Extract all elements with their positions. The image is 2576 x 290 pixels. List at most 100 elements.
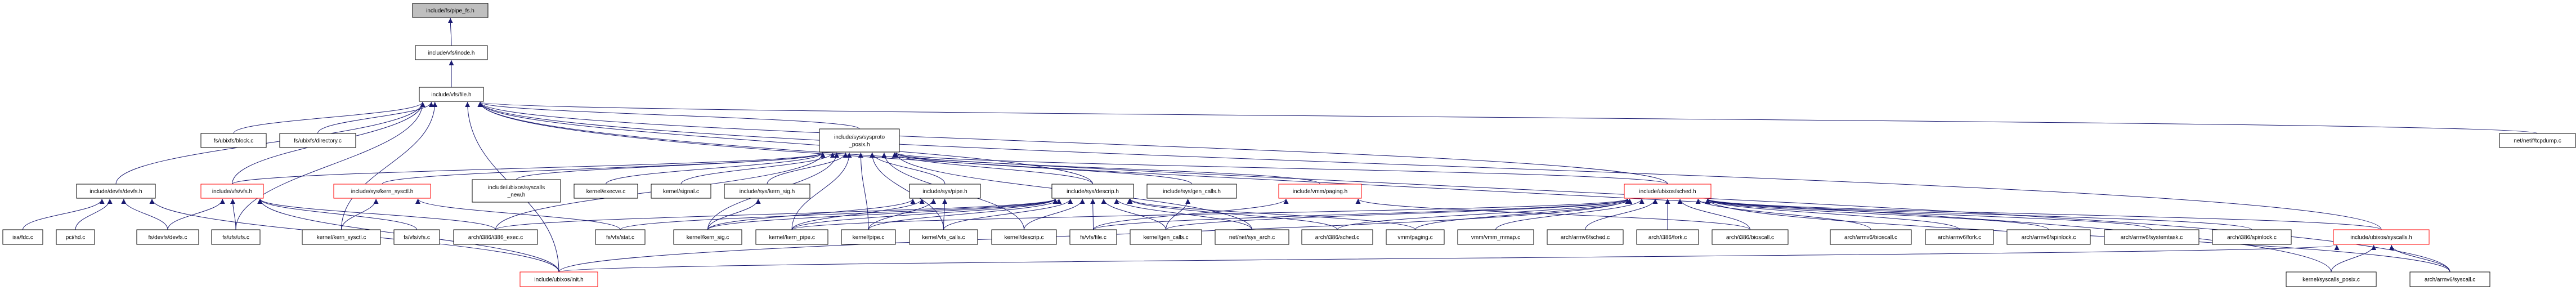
node-vfs-h[interactable]: include/vfs/vfs.h: [200, 184, 264, 199]
node-label: kernel/pipe.c: [853, 235, 885, 241]
node-i386-bioscall-c[interactable]: arch/i386/bioscall.c: [1712, 229, 1789, 245]
node-descrip-c[interactable]: kernel/descrip.c: [991, 229, 1057, 245]
edge-sched_h-to-sysproto_h: [894, 152, 1668, 185]
edge-i386_spinlock_c-to-sched_h: [1705, 198, 2252, 230]
node-box: [673, 229, 742, 245]
node-box: [2212, 229, 2292, 245]
node-init-h[interactable]: include/ubixos/init.h: [519, 271, 598, 287]
node-box: [1069, 229, 1117, 245]
node-i386-sched-c[interactable]: arch/i386/sched.c: [1301, 229, 1373, 245]
node-label: kernel/gen_calls.c: [1143, 235, 1188, 241]
node-box: [1457, 229, 1534, 245]
node-box: [1130, 229, 1202, 245]
node-label: fs/vfs/stat.c: [606, 235, 634, 241]
node-sys-arch-c[interactable]: net/net/sys_arch.c: [1215, 229, 1289, 245]
edge-vfs_calls_c-to-pipe_h: [942, 198, 948, 230]
node-label: include/sys/pipe.h: [922, 189, 967, 195]
node-devfs-c[interactable]: fs/devfs/devfs.c: [136, 229, 199, 245]
node-box: [1830, 229, 1912, 245]
edge-i386_bioscall_c-to-paging_h: [1355, 198, 1750, 230]
edge-armv6_fork_c-to-sched_h: [1705, 198, 1960, 230]
node-armv6-syscall-c[interactable]: arch/armv6/syscall.c: [2409, 271, 2490, 287]
node-armv6-spinlock-c[interactable]: arch/armv6/spinlock.c: [2006, 229, 2091, 245]
edge-file_c-to-descrip_h: [1090, 198, 1096, 230]
node-syscalls-posix-c[interactable]: kernel/syscalls_posix.c: [2286, 271, 2377, 287]
node-box: [724, 184, 810, 199]
node-kern-sig-c[interactable]: kernel/kern_sig.c: [673, 229, 742, 245]
node-kern-sig-h[interactable]: include/sys/kern_sig.h: [724, 184, 810, 199]
node-vfs-c[interactable]: fs/vfs/vfs.c: [393, 229, 440, 245]
edge-gen_calls_c-to-descrip_h: [1101, 198, 1166, 230]
node-box: [453, 229, 538, 245]
node-vmm-mmap-c[interactable]: vmm/vmm_mmap.c: [1457, 229, 1534, 245]
node-i386-fork-c[interactable]: arch/i386/fork.c: [1636, 229, 1699, 245]
node-sysproto-h[interactable]: include/sys/sysproto_posix.h: [819, 128, 900, 153]
node-box: [412, 3, 489, 18]
node-label: include/vfs/file.h: [431, 92, 471, 98]
node-execve-c[interactable]: kernel/execve.c: [574, 184, 638, 199]
node-devfs-h[interactable]: include/devfs/devfs.h: [76, 184, 156, 199]
node-box: [1712, 229, 1789, 245]
node-box: [419, 87, 484, 102]
node-gen-calls-c[interactable]: kernel/gen_calls.c: [1130, 229, 1202, 245]
node-armv6-systemtask-c[interactable]: arch/armv6/systemtask.c: [2104, 229, 2199, 245]
node-label: include/devfs/devfs.h: [89, 189, 142, 195]
node-box: [2006, 229, 2091, 245]
node-stat-c[interactable]: fs/vfs/stat.c: [595, 229, 646, 245]
node-i386-exec-c[interactable]: arch/i386/i386_exec.c: [453, 229, 538, 245]
node-box: [2286, 271, 2377, 287]
node-box: [302, 229, 381, 245]
node-descrip-h[interactable]: include/sys/descrip.h: [1051, 184, 1134, 199]
node-pipe-c[interactable]: kernel/pipe.c: [841, 229, 896, 245]
node-inode-h[interactable]: include/vfs/inode.h: [415, 45, 488, 60]
node-box: [819, 128, 900, 153]
node-vfs-calls-c[interactable]: kernel/vfs_calls.c: [909, 229, 978, 245]
node-file-c[interactable]: fs/vfs/file.c: [1069, 229, 1117, 245]
edge-armv6_sched_c-to-sched_h: [1585, 198, 1658, 230]
node-label: kernel/kern_sysctl.c: [317, 235, 366, 241]
node-label: kernel/kern_pipe.c: [769, 235, 815, 241]
node-armv6-fork-c[interactable]: arch/armv6/fork.c: [1925, 229, 1994, 245]
node-label: fs/vfs/file.c: [1080, 235, 1106, 241]
edge-directory_c-to-file_h: [317, 101, 434, 134]
edge-i386_exec_c-to-vfs_h: [257, 198, 496, 230]
node-hd-c[interactable]: pci/hd.c: [56, 229, 95, 245]
node-label: vmm/vmm_mmap.c: [1471, 235, 1520, 241]
node-label: pci/hd.c: [66, 235, 85, 241]
node-syscalls-h[interactable]: include/ubixos/syscalls.h: [2333, 229, 2430, 245]
edge-armv6_spinlock_c-to-sched_h: [1705, 198, 2049, 230]
edge-file_c-to-sched_h: [1093, 198, 1630, 230]
node-box: [574, 184, 638, 199]
node-sched-h[interactable]: include/ubixos/sched.h: [1624, 184, 1712, 199]
edge-vfs_c-to-vfs_h: [257, 198, 417, 230]
node-pipe-h[interactable]: include/sys/pipe.h: [909, 184, 981, 199]
edge-fdc_c-to-devfs_h: [23, 198, 105, 230]
node-kern-sysctl-c[interactable]: kernel/kern_sysctl.c: [302, 229, 381, 245]
node-kern-pipe-c[interactable]: kernel/kern_pipe.c: [755, 229, 828, 245]
node-armv6-bioscall-c[interactable]: arch/armv6/bioscall.c: [1830, 229, 1912, 245]
edge-block_c-to-file_h: [233, 101, 425, 134]
node-label: include/vmm/paging.h: [1293, 189, 1347, 195]
node-armv6-sched-c[interactable]: arch/armv6/sched.c: [1547, 229, 1624, 245]
node-signal-c[interactable]: kernel/signal.c: [651, 184, 711, 199]
node-label: arch/armv6/spinlock.c: [2022, 235, 2076, 241]
node-paging-c[interactable]: vmm/paging.c: [1386, 229, 1445, 245]
node-box: [1146, 184, 1237, 199]
node-i386-spinlock-c[interactable]: arch/i386/spinlock.c: [2212, 229, 2292, 245]
node-ufs-c[interactable]: fs/ufs/ufs.c: [211, 229, 261, 245]
node-syscalls-new-h[interactable]: include/ubixos/syscalls_new.h: [472, 179, 561, 203]
edge-stat_c-to-descrip_h: [620, 198, 1058, 230]
node-label: include/ubixos/syscalls.h: [2350, 235, 2412, 241]
node-fdc-c[interactable]: isa/fdc.c: [2, 229, 43, 245]
node-box: [595, 229, 646, 245]
node-gen-calls-h[interactable]: include/sys/gen_calls.h: [1146, 184, 1237, 199]
edge-syscalls_posix_c-to-file_h: [477, 101, 2332, 273]
node-kern-sysctl-h[interactable]: include/sys/kern_sysctl.h: [333, 184, 431, 199]
node-block-c[interactable]: fs/ubixfs/block.c: [200, 133, 267, 148]
node-label: arch/armv6/sched.c: [1561, 235, 1610, 241]
node-directory-c[interactable]: fs/ubixfs/directory.c: [279, 133, 356, 148]
node-file-h[interactable]: include/vfs/file.h: [419, 87, 484, 102]
node-paging-h[interactable]: include/vmm/paging.h: [1278, 184, 1362, 199]
node-tcpdump-c[interactable]: net/netif/tcpdump.c: [2499, 133, 2576, 148]
edge-i386_sched_c-to-sched_h: [1337, 198, 1630, 230]
